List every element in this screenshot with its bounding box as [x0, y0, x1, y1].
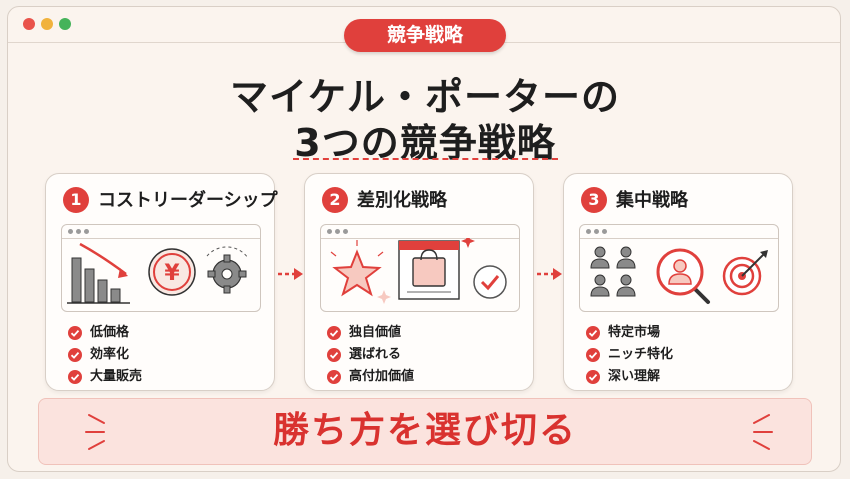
check-icon	[586, 348, 600, 362]
strategy-card-differentiation: 2 差別化戦略	[304, 173, 534, 391]
strategy-card-cost-leadership: 1 コストリーダーシップ ¥	[45, 173, 278, 391]
page-title-line2: 3つの競争戦略	[294, 121, 556, 165]
check-icon	[327, 370, 341, 384]
feature-list: 独自価値 選ばれる 高付加価値	[327, 322, 414, 388]
title-divider	[293, 158, 558, 160]
magnifier-person-icon	[656, 248, 710, 304]
flow-arrow-icon	[278, 268, 303, 280]
strategy-card-focus: 3 集中戦略	[563, 173, 793, 391]
check-icon	[68, 370, 82, 384]
check-icon	[327, 326, 341, 340]
illustration-frame	[579, 224, 779, 312]
card-number: 2	[322, 187, 348, 213]
conclusion-banner: 勝ち方を選び切る	[38, 398, 812, 465]
close-window-icon[interactable]	[23, 18, 35, 30]
target-icon	[722, 250, 768, 296]
sparkle-icon	[461, 238, 475, 248]
page-title-line1: マイケル・ポーターの	[229, 75, 620, 119]
check-icon	[327, 348, 341, 362]
check-icon	[68, 326, 82, 340]
illustration-frame	[320, 224, 520, 312]
card-title: 集中戦略	[616, 190, 688, 211]
checkmark-icon	[473, 265, 507, 299]
list-item: 低価格	[68, 322, 142, 344]
illustration-frame: ¥	[61, 224, 261, 312]
list-item: 独自価値	[327, 322, 414, 344]
bar-chart-down-icon	[67, 242, 130, 304]
list-item: ニッチ特化	[586, 344, 673, 366]
list-item: 深い理解	[586, 366, 673, 388]
list-item: 選ばれる	[327, 344, 414, 366]
card-title: コストリーダーシップ	[98, 190, 278, 211]
card-number: 1	[63, 187, 89, 213]
shopping-bag-icon	[398, 240, 460, 300]
people-group-icon	[590, 246, 636, 297]
conclusion-text: 勝ち方を選び切る	[272, 410, 577, 451]
maximize-window-icon[interactable]	[59, 18, 71, 30]
yen-coin-icon: ¥	[148, 248, 196, 296]
gear-icon	[206, 246, 249, 294]
list-item: 高付加価値	[327, 366, 414, 388]
feature-list: 特定市場 ニッチ特化 深い理解	[586, 322, 673, 388]
illustration	[330, 238, 507, 304]
flow-arrow-icon	[537, 268, 562, 280]
check-icon	[586, 370, 600, 384]
card-number: 3	[581, 187, 607, 213]
emphasis-burst-icon	[85, 414, 105, 450]
app-window: 競争戦略 マイケル・ポーターの 3つの競争戦略 1 コストリーダーシップ	[7, 6, 841, 472]
list-item: 特定市場	[586, 322, 673, 344]
check-icon	[586, 326, 600, 340]
list-item: 大量販売	[68, 366, 142, 388]
list-item: 効率化	[68, 344, 142, 366]
star-icon	[330, 240, 391, 304]
feature-list: 低価格 効率化 大量販売	[68, 322, 142, 388]
illustration: ¥	[67, 242, 249, 304]
illustration	[590, 246, 768, 304]
minimize-window-icon[interactable]	[41, 18, 53, 30]
card-title: 差別化戦略	[357, 190, 447, 211]
emphasis-burst-icon	[753, 414, 773, 450]
yen-symbol: ¥	[164, 261, 180, 286]
category-badge: 競争戦略	[344, 19, 506, 52]
check-icon	[68, 348, 82, 362]
